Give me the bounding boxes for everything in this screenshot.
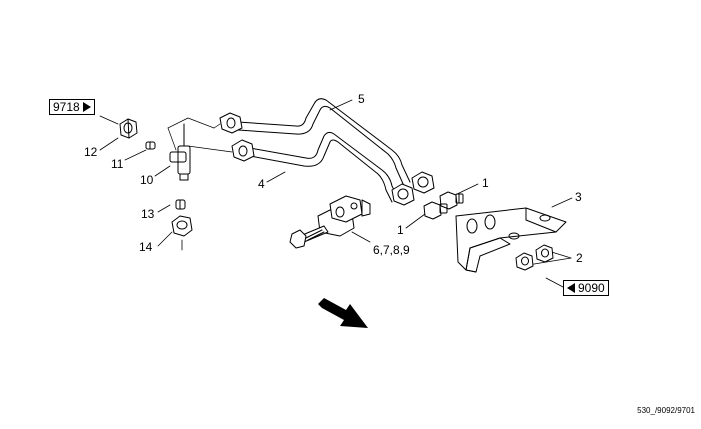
pipe-end-nuts — [391, 171, 435, 206]
pipe-5 — [219, 98, 411, 187]
arrow-right-icon — [82, 102, 91, 112]
callout-12: 12 — [84, 145, 98, 159]
fitting-11 — [145, 141, 156, 150]
callout-1-upper: 1 — [482, 176, 489, 190]
callout-11: 11 — [111, 157, 124, 171]
callout-4: 4 — [258, 177, 265, 191]
clamp-assembly-6789 — [289, 195, 371, 249]
nut-2b — [515, 252, 534, 271]
nut-12 — [119, 118, 138, 139]
callout-10: 10 — [140, 173, 154, 187]
leader-lines — [99, 99, 573, 288]
callout-14: 14 — [139, 240, 153, 254]
washer-13 — [175, 199, 186, 210]
direction-arrow — [318, 298, 368, 328]
reference-label-9718: 9718 — [53, 100, 80, 114]
frame-hint-lines — [167, 117, 233, 153]
callout-3: 3 — [575, 190, 582, 204]
callout-5: 5 — [358, 92, 365, 106]
reference-label-9090: 9090 — [578, 281, 605, 295]
nut-14 — [171, 215, 193, 237]
reference-box-9090[interactable]: 9090 — [563, 280, 609, 296]
adaptor-1-upper — [439, 191, 464, 210]
reference-box-9718[interactable]: 9718 — [49, 99, 95, 115]
tee-fitting-10 — [169, 123, 191, 181]
nut-2a — [535, 244, 554, 263]
callout-6-7-8-9: 6,7,8,9 — [373, 243, 410, 257]
drawing-code: 530_/9092/9701 — [637, 406, 695, 415]
callout-13: 13 — [141, 207, 155, 221]
arrow-left-icon — [567, 283, 575, 293]
bracket-3 — [455, 207, 567, 273]
pipe-4 — [231, 131, 399, 203]
callout-2: 2 — [576, 251, 583, 265]
callout-1-lower: 1 — [397, 223, 404, 237]
adaptor-1-lower — [423, 201, 448, 220]
